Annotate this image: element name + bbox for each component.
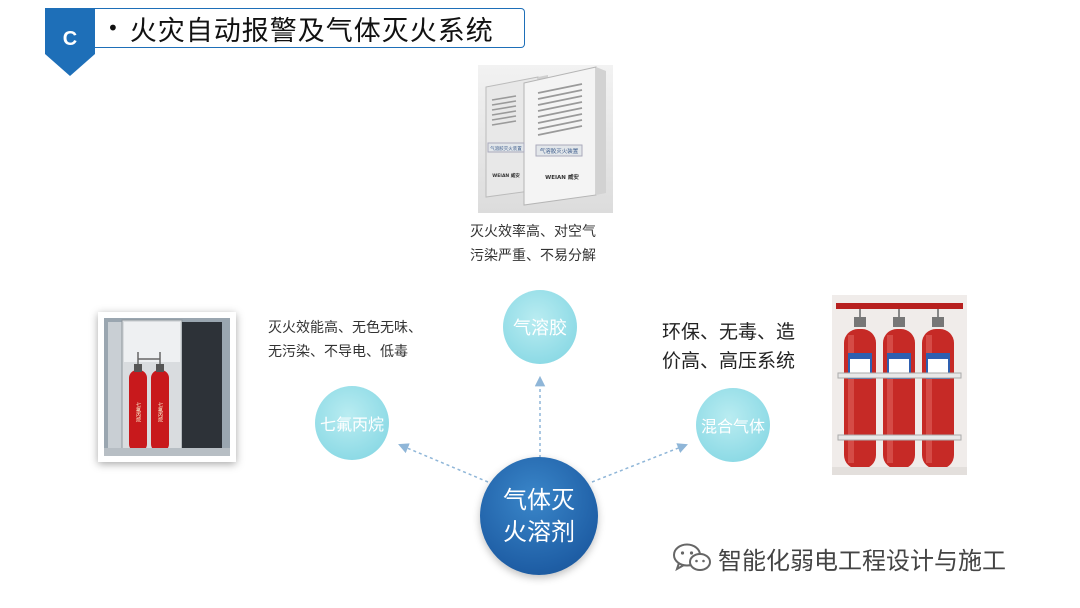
section-badge: C	[45, 8, 95, 76]
mixed-gas-node: 混合气体	[696, 388, 770, 462]
footer-text: 智能化弱电工程设计与施工	[718, 546, 1006, 575]
heptafluoropropane-cabinet-image: 七氟丙烷 七氟丙烷	[98, 312, 236, 462]
right-plate-text: 气溶胶灭火装置	[540, 147, 579, 155]
mixed-gas-description: 环保、无毒、造 价高、高压系统	[662, 318, 822, 376]
badge-letter: C	[63, 28, 77, 50]
mixed-gas-cylinders-image	[832, 295, 967, 475]
center-node: 气体灭 火溶剂	[480, 457, 598, 575]
footer-watermark: 智能化弱电工程设计与施工	[672, 540, 1006, 576]
right-brand-text: WEIAN 威安	[545, 173, 579, 181]
center-label-line1: 气体灭	[503, 486, 575, 514]
title-bullet: •	[107, 16, 120, 40]
mixed-gas-desc-line1: 环保、无毒、造	[662, 321, 796, 343]
left-plate-text: 气溶胶灭火装置	[490, 145, 522, 152]
mixed-gas-desc-line2: 价高、高压系统	[662, 350, 796, 372]
aerosol-description: 灭火效率高、对空气 污染严重、不易分解	[470, 220, 630, 268]
wechat-icon	[673, 543, 711, 572]
arrow-to-mixed-gas	[591, 443, 688, 483]
aerosol-device-image: 气溶胶灭火装置 气溶胶灭火装置 WEIAN 威安 WEIAN 威安	[478, 65, 613, 213]
heptafluoropropane-node: 七氟丙烷	[315, 386, 389, 460]
cylinder-text-2: 七氟丙烷	[157, 401, 163, 423]
aerosol-desc-line1: 灭火效率高、对空气	[470, 224, 596, 240]
aerosol-node: 气溶胶	[503, 290, 577, 364]
center-label-line2: 火溶剂	[503, 518, 575, 546]
page-title-box: • 火灾自动报警及气体灭火系统	[95, 8, 525, 48]
heptafluoropropane-desc-line2: 无污染、不导电、低毒	[268, 344, 408, 360]
aerosol-label: 气溶胶	[513, 318, 567, 339]
heptafluoropropane-label: 七氟丙烷	[319, 415, 384, 434]
arrow-to-heptafluoropropane	[398, 443, 489, 483]
heptafluoropropane-description: 灭火效能高、无色无味、 无污染、不导电、低毒	[268, 316, 438, 364]
page-title: 火灾自动报警及气体灭火系统	[129, 15, 494, 47]
mixed-gas-label: 混合气体	[700, 417, 765, 436]
left-brand-text: WEIAN 威安	[492, 172, 520, 179]
heptafluoropropane-desc-line1: 灭火效能高、无色无味、	[268, 320, 422, 336]
aerosol-desc-line2: 污染严重、不易分解	[470, 248, 596, 264]
cylinder-text-1: 七氟丙烷	[135, 401, 141, 423]
